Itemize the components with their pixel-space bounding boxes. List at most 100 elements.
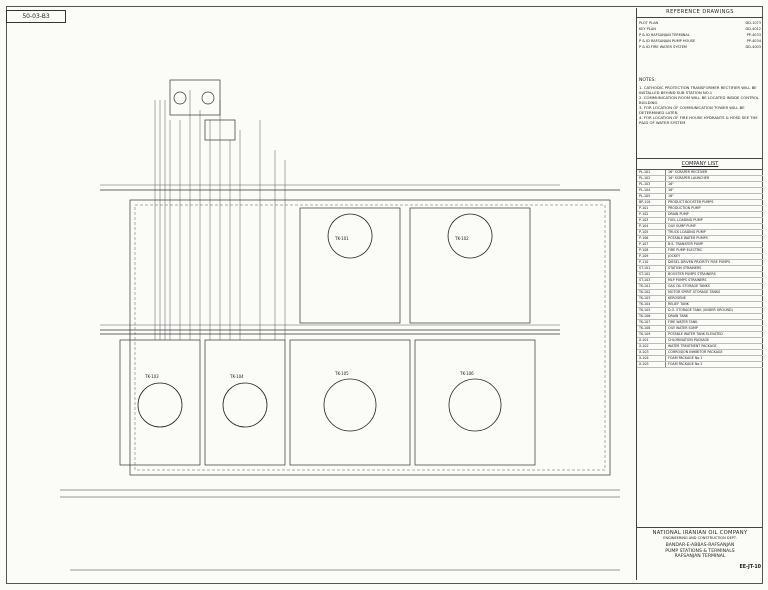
bund-lower-3	[289, 339, 411, 466]
tag-cell: P-108	[637, 248, 666, 253]
description-cell: FUEL LOADING PUMP	[668, 218, 703, 222]
tag-cell: X-103	[637, 350, 666, 355]
tank-6	[448, 378, 502, 432]
description-cell: B.S. TRANSFER PUMP	[668, 242, 704, 246]
description-cell: 16" SCRAPER LAUNCHER	[668, 176, 710, 180]
tag-cell: TK-102	[637, 290, 666, 295]
tag-cell: TK-109	[637, 332, 666, 337]
tag-cell: TK-101	[637, 284, 666, 289]
note-item: 1. CATHODIC PROTECTION TRANSFORMER RECTI…	[639, 85, 757, 95]
description-cell: POTABLE WATER TANK ELEVATED	[668, 332, 723, 336]
tank-5	[323, 378, 377, 432]
tag-cell: X-104	[637, 356, 666, 361]
tag-cell: ST-103	[637, 278, 666, 283]
description-cell: 16"	[668, 182, 674, 186]
description-cell: DRAIN TANK	[668, 314, 689, 318]
bund-upper-left	[299, 207, 401, 324]
tag-cell: TK-103	[637, 296, 666, 301]
description-cell: FOAM PACKAGE No.1	[668, 356, 703, 360]
description-cell: FIRE PUMP ELECTRIC	[668, 248, 703, 252]
tank-label: TK-103	[144, 374, 159, 379]
tank-label: TK-102	[454, 236, 469, 241]
description-cell: POTABLE WATER PUMPS	[668, 236, 708, 240]
tag-cell: P-102	[637, 212, 666, 217]
notes-heading: NOTES:	[639, 78, 656, 83]
description-cell: STATION STRAINERS	[668, 266, 702, 270]
tag-cell: TK-107	[637, 320, 666, 325]
bund-lower-2	[204, 339, 286, 466]
tag-cell: X-102	[637, 344, 666, 349]
tag-cell: PL-102	[637, 176, 666, 181]
tag-cell: P-106	[637, 236, 666, 241]
tag-cell: P-110	[637, 260, 666, 265]
company-name: NATIONAL IRANIAN OIL COMPANY	[652, 530, 748, 536]
tank-3	[137, 382, 183, 428]
tank-label: TK-104	[229, 374, 244, 379]
description-cell: OILY WATER SUMP	[668, 326, 698, 330]
description-cell: JOCKEY	[668, 254, 681, 258]
tag-cell: PL-105	[637, 194, 666, 199]
description-cell: MLP PUMPS STRAINERS	[668, 278, 707, 282]
description-cell: TRUCK LOADING PUMP	[668, 230, 706, 234]
description-cell: 16"	[668, 188, 674, 192]
bund-lower-4	[414, 339, 536, 466]
tank-1	[327, 213, 373, 259]
description-cell: CORROSION INHIBITOR PACKAGE	[668, 350, 723, 354]
tank-label: TK-105	[334, 371, 349, 376]
tag-cell: ST-102	[637, 272, 666, 277]
bund-upper-right	[409, 207, 531, 324]
tag-cell: TK-106	[637, 314, 666, 319]
bund-lower-1	[119, 339, 201, 466]
description-cell: PRODUCTION PUMP	[668, 206, 701, 210]
tag-cell: ST-101	[637, 266, 666, 271]
tag-cell: P-101	[637, 206, 666, 211]
description-cell: KEROSENE	[668, 296, 686, 300]
note-item: 3. FOR LOCATION OF COMMUNICATION TOWER W…	[639, 105, 745, 115]
tag-cell: P-105	[637, 230, 666, 235]
description-cell: FIRE WATER TANK	[668, 320, 698, 324]
description-cell: CHLORINATION PACKAGE	[668, 338, 710, 342]
description-cell: FOAM PACKAGE No.2	[668, 362, 703, 366]
tag-cell: TK-108	[637, 326, 666, 331]
project-title: BANDAR-E-ABBAS-RAFSANJAN PUMP STATIONS &…	[665, 543, 735, 559]
tag-cell: P-109	[637, 254, 666, 259]
description-cell: OILY SUMP PUMP	[668, 224, 696, 228]
note-item: 2. COMMUNICATION ROOM WILL BE LOCATED IN…	[639, 95, 760, 105]
company-list-title: COMPANY LIST	[637, 159, 763, 170]
tag-cell: PL-101	[637, 170, 666, 175]
description-cell: BOOSTER PUMPS STRAINERS	[668, 272, 716, 276]
tank-2	[447, 213, 493, 259]
description-cell: GAS OIL STORAGE TANKS	[668, 284, 710, 288]
description-cell: PRODUCT BOOSTER PUMPS	[668, 200, 714, 204]
tag-cell: TK-104	[637, 302, 666, 307]
description-cell: DRAIN PUMP	[668, 212, 689, 216]
tag-cell: TK-105	[637, 308, 666, 313]
sheet-tag: 50-03-B3	[6, 10, 66, 23]
